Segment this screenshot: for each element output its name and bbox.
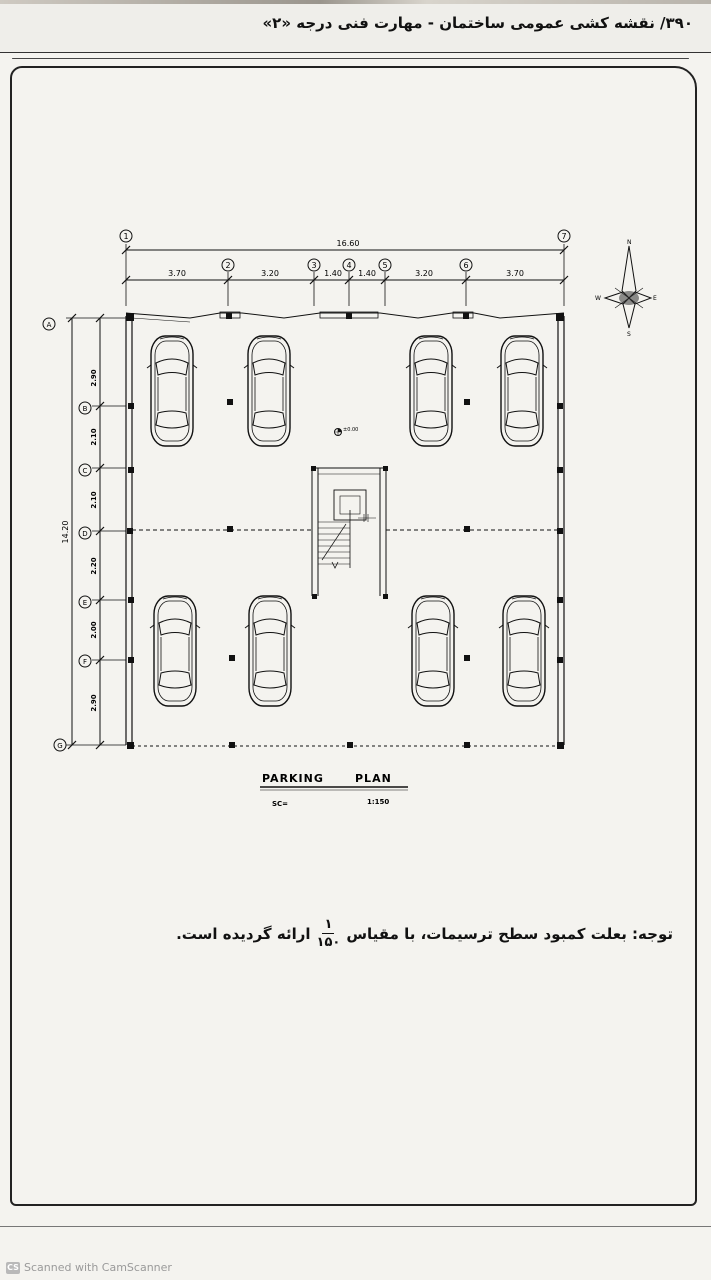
axis-col-3: 3 (311, 261, 316, 270)
column-axis-bubbles: 1 2 3 4 5 6 7 (119, 229, 571, 272)
car-3 (405, 335, 457, 447)
parked-cars (146, 335, 550, 707)
note-prefix: توجه: بعلت کمبود سطح ترسیمات، با مقیاس (346, 924, 673, 943)
dim-v-1: 2.90 (90, 369, 98, 386)
plan-title-word1: PARKING (262, 772, 324, 785)
page-header: ۳۹۰/ نقشه کشی عمومی ساختمان - مهارت فنی … (0, 0, 711, 53)
parking-plan-drawing: 16.60 3.70 3.20 1.40 1.40 3.20 3.70 1 2 (42, 229, 657, 808)
axis-col-1: 1 (123, 232, 128, 241)
dim-h-6: 3.70 (506, 269, 524, 278)
scale-value: 1:150 (367, 798, 389, 806)
axis-row-c: C (83, 467, 88, 475)
dim-v-3: 2.10 (90, 491, 98, 508)
car-4 (496, 335, 548, 447)
axis-col-7: 7 (561, 232, 566, 241)
axis-row-b: B (83, 405, 88, 413)
axis-row-d: D (82, 530, 87, 538)
fraction-denominator: ۱۵۰ (316, 935, 341, 950)
dim-h-4: 1.40 (358, 269, 376, 278)
scanner-watermark: CS Scanned with CamScanner (6, 1261, 172, 1274)
level-mark-label: ±0.00 (343, 427, 358, 433)
dim-h-3: 1.40 (324, 269, 342, 278)
axis-row-f: F (83, 658, 87, 666)
fraction-numerator: ۱ (322, 917, 335, 934)
compass-icon: N S W E (595, 239, 657, 338)
axis-col-5: 5 (382, 261, 387, 270)
row-axis-bubbles: A B C D E F G (42, 317, 92, 752)
axis-col-2: 2 (225, 261, 230, 270)
structural-columns (126, 313, 564, 749)
axis-col-4: 4 (346, 261, 351, 270)
left-vertical-dimensions: 14.20 2.90 2.10 2.10 2.20 2.00 2.90 (61, 313, 126, 750)
camscanner-icon: CS (6, 1261, 20, 1274)
axis-row-g: G (57, 742, 62, 750)
car-2 (243, 335, 295, 447)
header-top-strip (0, 0, 711, 4)
car-7 (407, 595, 459, 707)
note-suffix: ارائه گردیده است. (176, 924, 311, 943)
axis-row-a: A (47, 321, 52, 329)
compass-w: W (595, 295, 601, 302)
dim-v-5: 2.00 (90, 621, 98, 638)
axis-row-e: E (83, 599, 87, 607)
scale-fraction: ۱ ۱۵۰ (317, 918, 341, 949)
dim-h-2: 3.20 (261, 269, 279, 278)
dim-v-total: 14.20 (61, 521, 70, 544)
bottom-divider (0, 1226, 711, 1227)
dim-h-5: 3.20 (415, 269, 433, 278)
stair-core (311, 467, 387, 596)
car-6 (244, 595, 296, 707)
compass-s: S (627, 331, 631, 338)
car-1 (146, 335, 198, 447)
dim-v-2: 2.10 (90, 428, 98, 445)
car-8 (498, 595, 550, 707)
compass-e: E (653, 295, 657, 302)
top-total-dimension: 16.60 (121, 239, 569, 306)
dim-v-4: 2.20 (90, 557, 98, 574)
watermark-text: Scanned with CamScanner (24, 1261, 172, 1274)
frame-inner-line (12, 58, 689, 59)
total-dimension-label: 16.60 (337, 239, 360, 248)
plan-title-word2: PLAN (355, 772, 392, 785)
plan-title-block: PARKING PLAN SC= 1:150 (260, 772, 408, 808)
note-text: توجه: بعلت کمبود سطح ترسیمات، با مقیاس ۱… (176, 918, 673, 949)
scale-label: SC= (272, 800, 288, 808)
dim-h-1: 3.70 (168, 269, 186, 278)
page-frame (10, 66, 697, 1206)
level-mark-icon: ±0.00 (334, 427, 358, 436)
top-partial-dimensions: 3.70 3.20 1.40 1.40 3.20 3.70 (121, 269, 569, 306)
compass-n: N (627, 239, 632, 246)
car-5 (149, 595, 201, 707)
axis-col-6: 6 (463, 261, 468, 270)
page-title: ۳۹۰/ نقشه کشی عمومی ساختمان - مهارت فنی … (262, 14, 693, 32)
dim-v-6: 2.90 (90, 694, 98, 711)
